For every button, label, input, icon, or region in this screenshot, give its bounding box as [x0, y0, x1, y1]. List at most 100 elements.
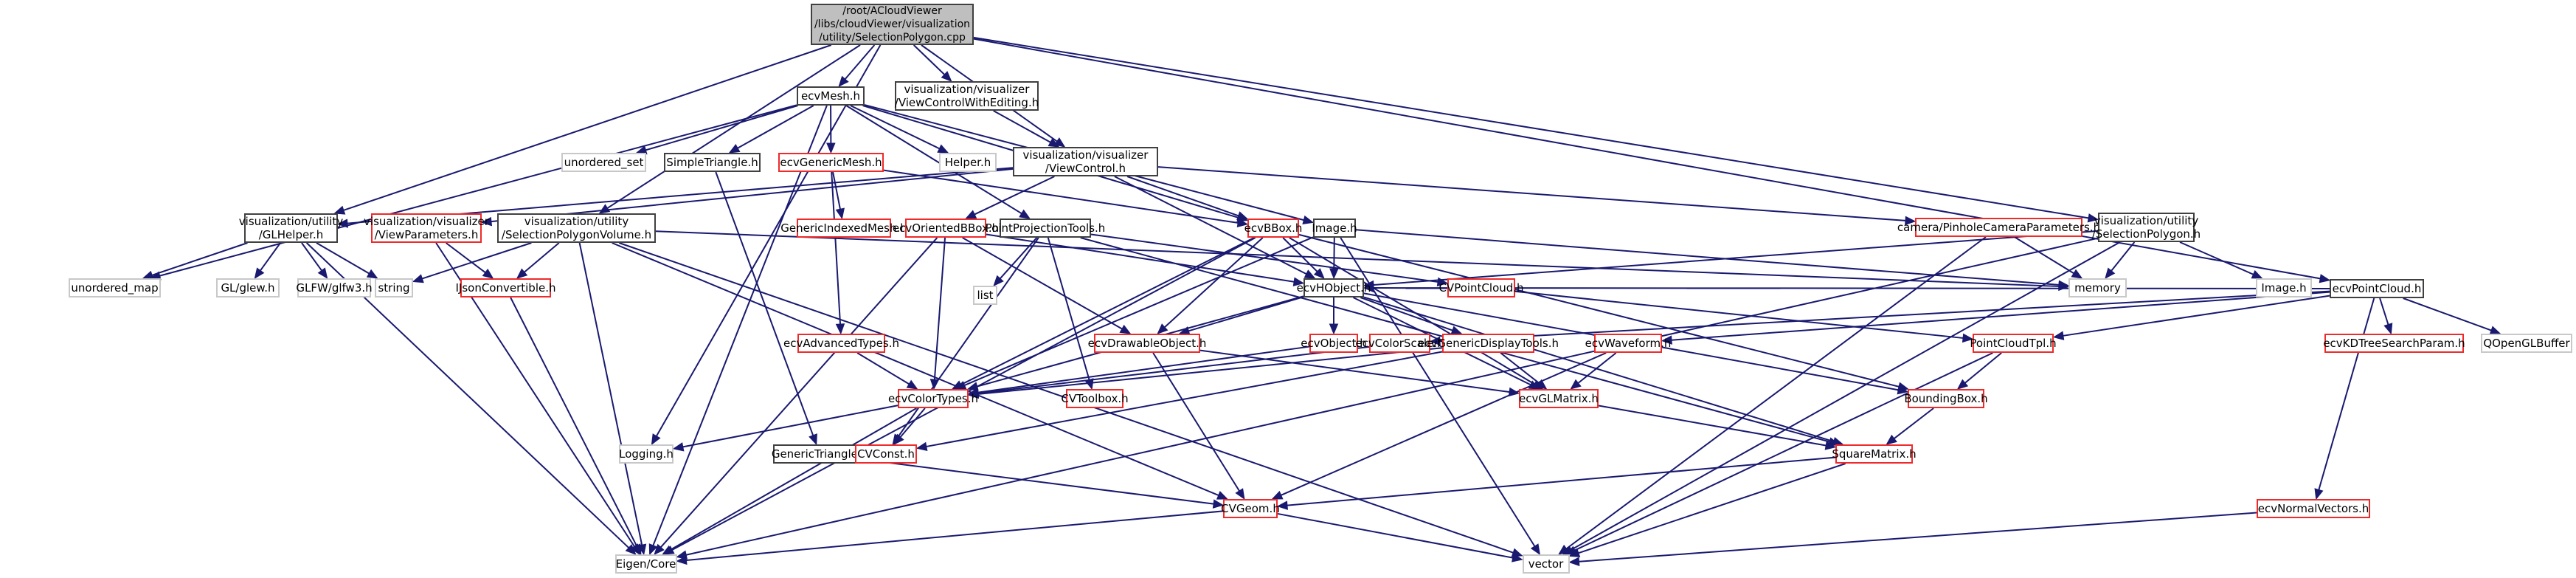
- arrowhead-icon: [1570, 379, 1582, 390]
- edge-line: [2111, 241, 2136, 272]
- edge-ecvPointCloud-to-ecvColorScale: [1429, 290, 2330, 346]
- edge-PointProjectionTools-to-list: [993, 237, 1038, 286]
- node-pointcloudtpl[interactable]: PointCloudTpl.h: [1970, 334, 2057, 353]
- node-ecvcolorscale[interactable]: ecvColorScale.h: [1355, 334, 1444, 353]
- arrowhead-icon: [480, 216, 493, 227]
- node-cvtoolbox[interactable]: CVToolbox.h: [1061, 389, 1129, 408]
- node-ecvobject[interactable]: ecvObject.h: [1301, 334, 1367, 353]
- arrowhead-icon: [1962, 333, 1974, 343]
- node-ecvdrawableobject[interactable]: ecvDrawableObject.h: [1088, 334, 1206, 353]
- node-image-int[interactable]: Image.h: [1312, 219, 1357, 238]
- edge-ecvBBox-to-ecvHObject: [1282, 237, 1325, 279]
- node-selectionpolygonvolume[interactable]: visualization/utility /SelectionPolygonV…: [497, 213, 656, 243]
- node-ecvbbox[interactable]: ecvBBox.h: [1244, 219, 1302, 238]
- arrowhead-icon: [1512, 553, 1523, 562]
- node-ijsonconvertible[interactable]: IJsonConvertible.h: [455, 278, 556, 297]
- node-ecvcolortypes[interactable]: ecvColorTypes.h: [888, 389, 978, 408]
- edge-ecvNormalVectors-to-vector: [1568, 512, 2257, 566]
- node-memory: memory: [2068, 278, 2127, 297]
- edge-ecvMesh-to-SimpleTriangle: [728, 105, 814, 154]
- arrowhead-icon: [1303, 269, 1316, 279]
- node-ecvorientedbbox[interactable]: ecvOrientedBBox.h: [893, 219, 999, 238]
- node-ecvmesh[interactable]: ecvMesh.h: [797, 86, 865, 106]
- node-cvconst[interactable]: CVConst.h: [855, 444, 917, 464]
- arrowhead-icon: [2383, 323, 2393, 335]
- edge-line: [977, 347, 1443, 395]
- edge-line: [856, 352, 910, 385]
- edge-ecvHObject-to-SquareMatrix: [1363, 296, 1844, 447]
- node-ecvgenericdisplaytools[interactable]: ecvGenericDisplayTools.h: [1418, 334, 1559, 353]
- edge-line: [1188, 296, 1304, 332]
- edge-line: [1598, 405, 1827, 447]
- arrowhead-icon: [955, 380, 967, 390]
- arrowhead-icon: [317, 267, 328, 280]
- edge-ecvHObject-to-ecvDrawableObject: [1178, 296, 1304, 336]
- node-viewparameters[interactable]: visualization/visualizer /ViewParameters…: [364, 213, 489, 243]
- edge-GLHelper-to-string: [316, 242, 378, 279]
- arrowhead-icon: [648, 543, 658, 556]
- node-eigencore: Eigen/Core: [614, 554, 677, 574]
- arrowhead-icon: [941, 71, 952, 82]
- node-generictriangle[interactable]: GenericTriangle.h: [772, 444, 868, 464]
- node-image-ext: Image.h: [2256, 278, 2312, 297]
- edge-ecvColorTypes-to-CVConst: [893, 407, 926, 445]
- node-glhelper[interactable]: visualization/utility /GLHelper.h: [238, 213, 344, 243]
- edge-ecvWaveform-to-CVGeom: [1271, 352, 1607, 500]
- edge-root-to-ecvMesh: [838, 44, 876, 87]
- edge-line: [899, 407, 926, 438]
- edge-ecvDrawableObject-to-ecvGLMatrix: [1199, 349, 1520, 397]
- edge-ViewControl-to-ecvHObject: [1114, 176, 1316, 279]
- node-cvpointcloud[interactable]: CVPointCloud.h: [1438, 278, 1524, 297]
- edge-line: [986, 233, 1295, 283]
- edge-line: [1363, 296, 1835, 443]
- node-ecvpointcloud[interactable]: ecvPointCloud.h: [2330, 279, 2424, 298]
- node-viewcontrol[interactable]: visualization/visualizer /ViewControl.h: [1013, 147, 1158, 176]
- node-ecvadvancedtypes[interactable]: ecvAdvancedTypes.h: [783, 334, 899, 353]
- edge-line: [316, 242, 370, 275]
- node-cvgeom[interactable]: CVGeom.h: [1221, 499, 1280, 518]
- node-ecvwaveform[interactable]: ecvWaveform.h: [1585, 334, 1671, 353]
- edge-line: [737, 105, 814, 149]
- node-ecvglmatrix[interactable]: ecvGLMatrix.h: [1519, 389, 1599, 408]
- edge-line: [301, 242, 322, 272]
- node-pointprojectiontools[interactable]: PointProjectionTools.h: [986, 219, 1105, 238]
- arrowhead-icon: [2105, 267, 2116, 279]
- node-ecvnormalvectors[interactable]: ecvNormalVectors.h: [2257, 499, 2370, 518]
- node-selectionpolygon[interactable]: visualization/utility /SelectionPolygon.…: [2091, 213, 2201, 242]
- node-ecvkdtreesearchparam[interactable]: ecvKDTreeSearchParam.h: [2323, 334, 2465, 353]
- edge-line: [1514, 290, 1964, 339]
- node-squarematrix[interactable]: SquareMatrix.h: [1832, 444, 1917, 464]
- node-pinholecameraparameters[interactable]: camera/PinholeCameraParameters.h: [1897, 218, 2100, 237]
- node-ecvgenericmesh[interactable]: ecvGenericMesh.h: [778, 153, 884, 172]
- node-boundingbox[interactable]: BoundingBox.h: [1904, 389, 1988, 408]
- node-simpletriangle[interactable]: SimpleTriangle.h: [664, 153, 761, 172]
- arrowhead-icon: [2319, 274, 2331, 283]
- edge-PointProjectionTools-to-CVConst: [892, 237, 1039, 446]
- arrowhead-icon: [1363, 283, 1374, 293]
- edge-SelectionPolygonVolume-to-IJsonConvertible: [516, 242, 560, 279]
- edge-line: [2063, 295, 2330, 337]
- node-ecvhobject[interactable]: ecvHObject.h: [1297, 278, 1371, 297]
- arrowhead-icon: [333, 205, 346, 215]
- edge-line: [867, 459, 1214, 505]
- edge-root-to-ecvPointCloud: [973, 38, 2331, 283]
- edge-ecvGenericMesh-to-ecvBBox: [883, 169, 1249, 228]
- edge-line: [1578, 463, 1846, 554]
- edge-line: [844, 44, 876, 80]
- edge-IJsonConvertible-to-EigenCore: [510, 297, 642, 556]
- arrowhead-icon: [965, 210, 977, 219]
- node-genericindexedmesh[interactable]: GenericIndexedMesh.h: [780, 219, 907, 238]
- edge-ecvPointCloud-to-ecvHObject: [1363, 283, 2330, 293]
- edge-GLHelper-to-unordered_map: [142, 242, 248, 280]
- node-viewcontrolwithediting[interactable]: visualization/visualizer /ViewControlWit…: [894, 81, 1039, 111]
- arrowhead-icon: [2314, 488, 2324, 500]
- arrowhead-icon: [937, 144, 949, 154]
- edge-line: [913, 44, 945, 75]
- arrowhead-icon: [598, 204, 611, 214]
- edge-line: [1373, 230, 2099, 286]
- edge-line: [645, 105, 798, 151]
- arrowhead-icon: [1292, 277, 1305, 286]
- arrowhead-icon: [2071, 269, 2083, 279]
- edge-line: [715, 171, 814, 436]
- edge-line: [832, 171, 841, 210]
